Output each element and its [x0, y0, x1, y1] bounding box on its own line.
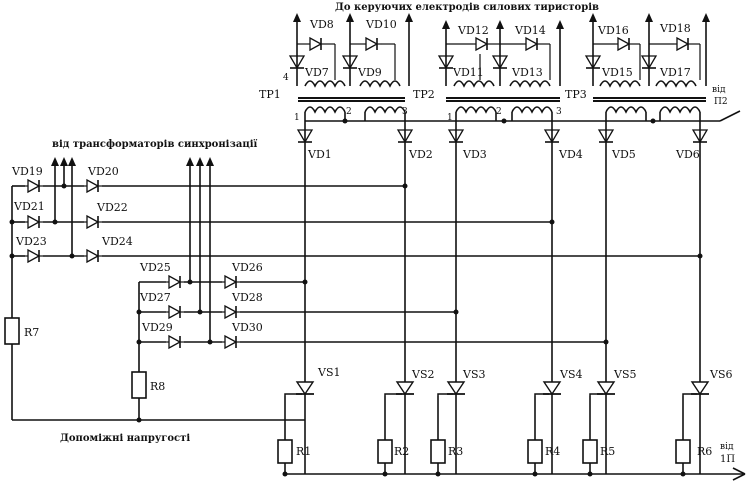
resistor-r7-body [4, 317, 20, 345]
label-vd4: VD4 [558, 148, 583, 161]
label-vd14: VD14 [514, 24, 546, 37]
label-vs4: VS4 [559, 368, 582, 381]
label-r7: R7 [24, 326, 39, 339]
label-vd18: VD18 [659, 22, 691, 35]
label-r3: R3 [448, 445, 463, 458]
label-vd22: VD22 [96, 201, 128, 214]
label-tp2: TP2 [413, 88, 435, 101]
label-right-top-1: від [712, 85, 726, 95]
label-vs1: VS1 [317, 366, 340, 379]
resistor-r1-body [277, 439, 293, 464]
sync-caption: від трансформаторів синхронізації [52, 139, 258, 150]
label-vd30: VD30 [231, 321, 263, 334]
label-vd19: VD19 [11, 165, 43, 178]
pin-tp1-1: 1 [294, 113, 300, 123]
label-r5: R5 [600, 445, 615, 458]
thyristor-vs4 [534, 381, 562, 474]
label-tp3: TP3 [565, 88, 587, 101]
thyristor-vs3 [437, 381, 466, 474]
thyristors [284, 381, 710, 474]
label-vs5: VS5 [613, 368, 636, 381]
label-vd16: VD16 [597, 24, 629, 37]
label-vd27: VD27 [139, 291, 171, 304]
label-vd5: VD5 [611, 148, 636, 161]
label-right-bottom-2: 1П [720, 454, 735, 465]
label-r6: R6 [697, 445, 712, 458]
label-vd6: VD6 [675, 148, 700, 161]
label-vs2: VS2 [411, 368, 434, 381]
label-tp1: TP1 [259, 88, 281, 101]
resistor-r4-body [527, 439, 543, 464]
label-vd9: VD9 [357, 66, 382, 79]
bottom-caption: Допоміжні напругості [60, 433, 190, 444]
label-vd3: VD3 [462, 148, 487, 161]
label-vs3: VS3 [462, 368, 485, 381]
label-vd17: VD17 [659, 66, 691, 79]
label-vd15: VD15 [601, 66, 633, 79]
resistor-r2-body [377, 439, 393, 464]
thyristor-columns [304, 112, 701, 382]
label-vd1: VD1 [307, 148, 332, 161]
thyristor-vs2 [384, 381, 415, 474]
label-vd24: VD24 [101, 235, 133, 248]
pin-tp1-3: 3 [402, 107, 408, 117]
pin-tp2-2: 2 [496, 107, 502, 117]
component-labels: TP1 TP2 TP3 VD8 VD7 VD10 VD9 VD12 VD11 V… [11, 18, 735, 465]
label-vs6: VS6 [709, 368, 732, 381]
label-vd10: VD10 [365, 18, 397, 31]
thyristor-vs5 [589, 381, 616, 474]
pin-tp1-2: 2 [346, 107, 352, 117]
thyristor-vs1 [284, 381, 315, 474]
resistor-r5-body [582, 439, 598, 464]
pin-tp2-3: 3 [556, 107, 562, 117]
resistors [4, 317, 691, 464]
label-vd21: VD21 [13, 200, 45, 213]
label-vd8: VD8 [309, 18, 334, 31]
pulse-transformer-section [289, 13, 741, 124]
label-vd11: VD11 [452, 66, 484, 79]
pin-tp2-1: 1 [447, 113, 453, 123]
label-vd26: VD26 [231, 261, 263, 274]
sync-diode-matrix [11, 160, 700, 420]
label-vd13: VD13 [511, 66, 543, 79]
sync-diodes [24, 179, 241, 349]
label-r2: R2 [394, 445, 409, 458]
thyristor-vs6 [682, 381, 710, 474]
label-vd20: VD20 [87, 165, 119, 178]
main-diodes [297, 129, 708, 143]
label-r8: R8 [150, 380, 165, 393]
label-vd7: VD7 [304, 66, 329, 79]
resistor-r8-body [131, 371, 147, 399]
label-vd12: VD12 [457, 24, 489, 37]
label-vd29: VD29 [141, 321, 173, 334]
label-vd25: VD25 [139, 261, 171, 274]
label-vd2: VD2 [408, 148, 433, 161]
top-caption: До керуючих електродів силових тиристорі… [335, 2, 599, 13]
label-r4: R4 [545, 445, 560, 458]
resistor-r3-body [430, 439, 446, 464]
resistor-r6-body [675, 439, 691, 464]
label-right-top-2: П2 [714, 97, 728, 107]
label-r1: R1 [296, 445, 311, 458]
pin-tp1-top: 4 [283, 73, 289, 83]
label-right-bottom-1: від [720, 442, 734, 452]
label-vd23: VD23 [15, 235, 47, 248]
label-vd28: VD28 [231, 291, 263, 304]
